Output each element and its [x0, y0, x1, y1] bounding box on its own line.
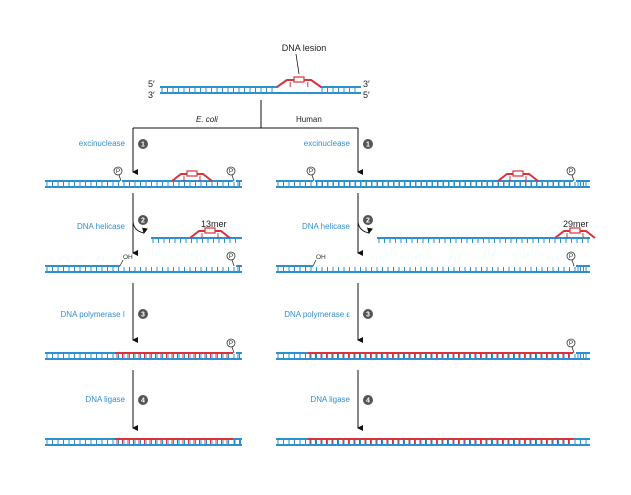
human-title: Human	[296, 115, 322, 124]
human-step2-label: DNA helicase	[302, 222, 351, 231]
ecoli-step1-badge: 1	[138, 139, 148, 149]
human-step4-badge: 4	[363, 395, 373, 405]
ecoli-pathway: excinuclease 1 DNA helicase 2 DNA polyme…	[61, 139, 227, 431]
ecoli-excised-oligo	[151, 227, 242, 243]
phosphate-mark: P	[116, 168, 120, 175]
human-gapped-duplex: OH P	[276, 251, 590, 273]
human-excised-oligo	[377, 227, 596, 243]
ecoli-curved-arrow	[132, 221, 148, 234]
svg-text:1: 1	[141, 142, 145, 149]
human-oligo-label: 29mer	[563, 219, 589, 229]
ecoli-step2-label: DNA helicase	[77, 222, 126, 231]
three-prime-right-label: 3′	[363, 79, 370, 89]
ecoli-gapped-duplex: OH P	[45, 251, 242, 273]
svg-text:4: 4	[366, 398, 370, 405]
original-dna-duplex	[160, 76, 361, 94]
phosphate-mark: P	[229, 168, 233, 175]
human-step2-badge: 2	[363, 215, 373, 225]
human-step1-badge: 1	[363, 139, 373, 149]
svg-text:4: 4	[141, 398, 145, 405]
five-prime-right-label: 5′	[363, 90, 370, 100]
lesion-pointer-line	[295, 53, 300, 75]
ecoli-ligated-duplex	[45, 438, 242, 446]
ecoli-step3-label: DNA polymerase I	[61, 310, 125, 319]
human-step1-label: excinuclease	[304, 139, 351, 148]
phosphate-mark: P	[569, 168, 573, 175]
three-prime-left-label: 3′	[148, 90, 155, 100]
human-repaired-duplex: P	[276, 338, 590, 360]
human-step3-label: DNA polymerase ε	[284, 310, 350, 319]
human-step4-label: DNA ligase	[310, 395, 350, 404]
ecoli-step4-badge: 4	[138, 395, 148, 405]
five-prime-left-label: 5′	[148, 79, 155, 89]
phosphate-mark: P	[569, 340, 573, 347]
ecoli-step1-label: excinuclease	[79, 139, 126, 148]
svg-text:3: 3	[141, 312, 145, 319]
ecoli-step2-badge: 2	[138, 215, 148, 225]
hydroxyl-mark: OH	[316, 254, 326, 261]
dna-lesion-label: DNA lesion	[282, 43, 327, 53]
phosphate-mark: P	[229, 340, 233, 347]
ecoli-step4-label: DNA ligase	[85, 395, 125, 404]
ecoli-step3-badge: 3	[138, 309, 148, 319]
ecoli-repaired-duplex: P	[45, 338, 242, 360]
branch-connector	[132, 100, 363, 175]
phosphate-mark: P	[569, 253, 573, 260]
svg-text:2: 2	[141, 218, 145, 225]
human-step3-badge: 3	[363, 309, 373, 319]
phosphate-mark: P	[229, 253, 233, 260]
ecoli-title: E. coli	[196, 115, 218, 124]
human-ligated-duplex	[276, 438, 590, 446]
human-pathway: excinuclease 1 DNA helicase 2 DNA polyme…	[284, 139, 589, 431]
svg-text:1: 1	[366, 142, 370, 149]
svg-text:3: 3	[366, 312, 370, 319]
hydroxyl-mark: OH	[123, 254, 133, 261]
human-curved-arrow	[357, 221, 373, 234]
ecoli-oligo-label: 13mer	[201, 219, 227, 229]
svg-text:2: 2	[366, 218, 370, 225]
phosphate-mark: P	[309, 168, 313, 175]
